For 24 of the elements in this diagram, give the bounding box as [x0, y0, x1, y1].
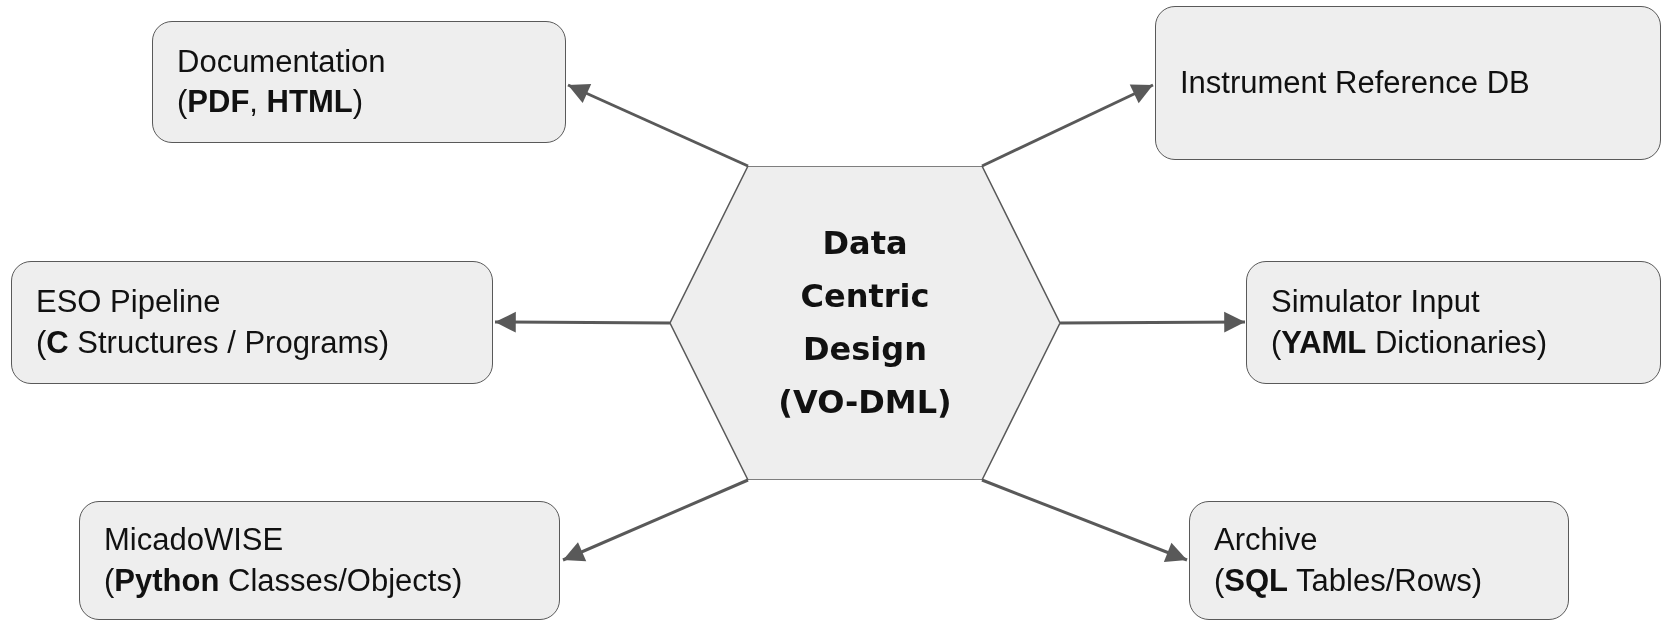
output-box [1155, 6, 1661, 160]
arrow [562, 478, 749, 562]
arrow [1060, 311, 1245, 333]
arrow [567, 83, 749, 168]
box-title: Instrument Reference DB [1180, 63, 1531, 102]
box-subtitle: (C Structures / Programs) [36, 323, 391, 362]
box-subtitle: (SQL Tables/Rows) [1214, 561, 1484, 600]
arrow [981, 478, 1188, 563]
box-subtitle: (PDF, HTML) [177, 83, 364, 121]
arrow [981, 83, 1154, 168]
output-box [11, 261, 493, 384]
output-box [1189, 501, 1569, 620]
box-title: ESO Pipeline [36, 283, 222, 322]
hub-label: Data Centric Design (VO-DML) [777, 223, 953, 423]
box-title: Archive [1214, 521, 1319, 560]
box-title: Simulator Input [1271, 283, 1481, 322]
output-box [1246, 261, 1661, 384]
arrow [495, 311, 670, 333]
box-title: MicadoWISE [104, 521, 285, 560]
box-title: Documentation [177, 42, 387, 81]
box-subtitle: (YAML Dictionaries) [1271, 323, 1549, 362]
box-subtitle: (Python Classes/Objects) [104, 561, 464, 600]
output-box [152, 21, 566, 143]
output-box [79, 501, 560, 620]
